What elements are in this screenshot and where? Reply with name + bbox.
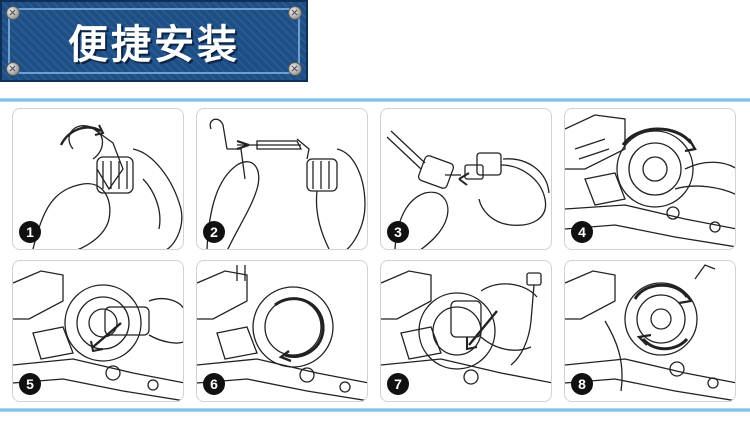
- page-title: 便捷安装: [68, 22, 240, 68]
- step-panel-1: 1: [12, 108, 184, 250]
- step-number-badge: 8: [571, 373, 593, 395]
- step-number-badge: 5: [19, 373, 41, 395]
- screw-icon: [6, 62, 20, 76]
- screw-icon: [6, 6, 20, 20]
- screw-icon: [288, 6, 302, 20]
- screw-icon: [288, 62, 302, 76]
- new-bulb-insert-illustration-icon: [381, 270, 551, 385]
- step-number-badge: 4: [571, 221, 593, 243]
- bulb-twist-illustration-icon: [32, 124, 183, 249]
- step-number-badge: 3: [387, 221, 409, 243]
- step-panel-7: 7: [380, 260, 552, 402]
- step-panel-2: 2: [196, 108, 368, 250]
- title-banner: 便捷安装: [0, 0, 308, 82]
- step-number-badge: 1: [19, 221, 41, 243]
- connector-plug-illustration-icon: [386, 130, 550, 249]
- step-panel-5: 5: [12, 260, 184, 402]
- headlight-cover-remove-illustration-icon: [565, 114, 735, 248]
- cover-refit-illustration-icon: [565, 264, 735, 401]
- step-panel-8: 8: [564, 260, 736, 402]
- step-panel-6: 6: [196, 260, 368, 402]
- step-number-badge: 2: [203, 221, 225, 243]
- step-panel-3: 3: [380, 108, 552, 250]
- step-number-badge: 6: [203, 373, 225, 395]
- bulb-insert-illustration-icon: [206, 118, 366, 249]
- bottom-divider: [0, 408, 750, 412]
- install-steps-grid: 1 2: [12, 108, 738, 408]
- step-panel-4: 4: [564, 108, 736, 250]
- step-number-badge: 7: [387, 373, 409, 395]
- banner-frame: [8, 8, 300, 74]
- top-divider: [0, 98, 750, 102]
